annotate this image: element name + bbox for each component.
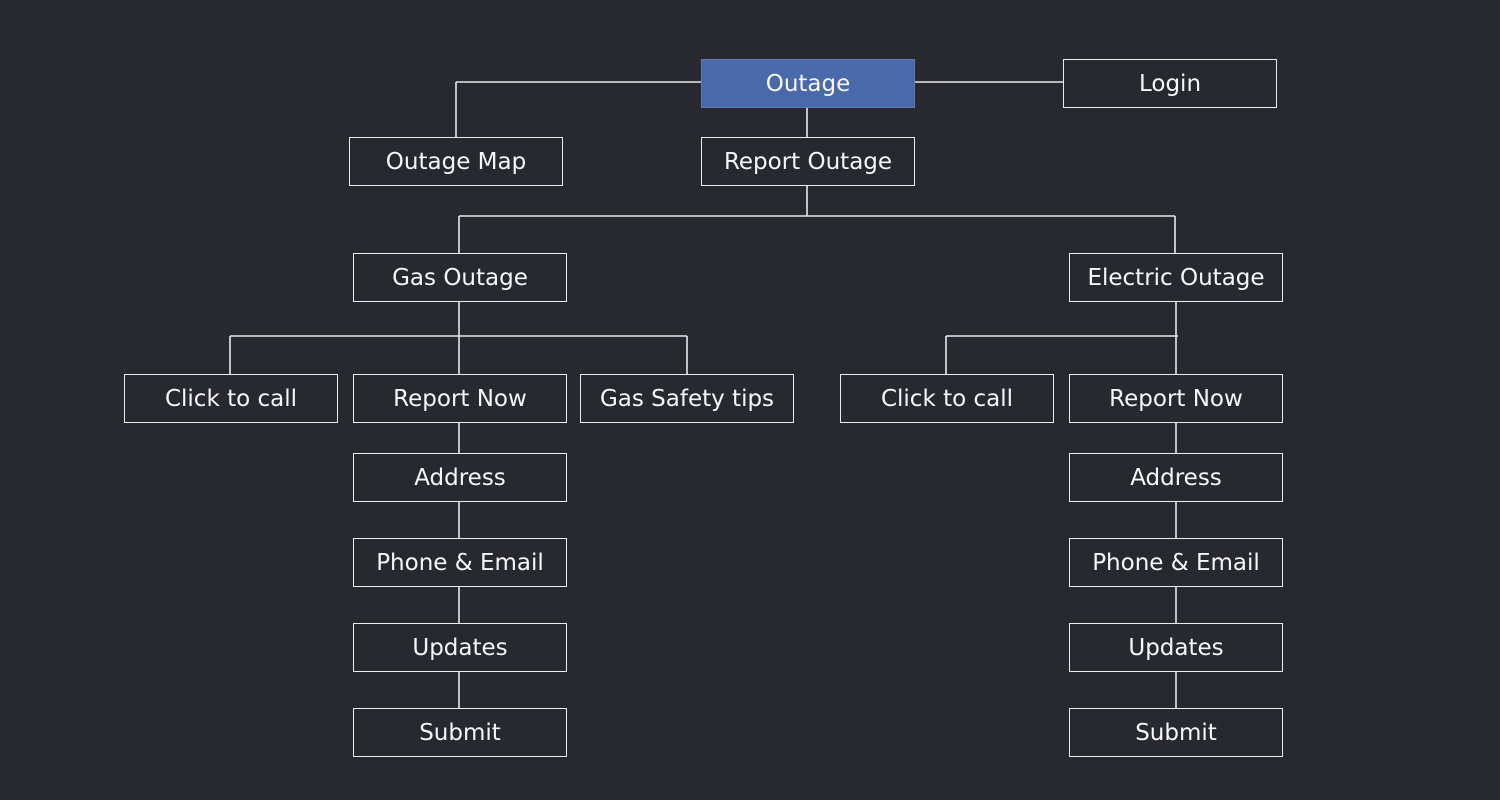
node-gas-safety-tips[interactable]: Gas Safety tips — [580, 374, 794, 423]
node-electric-click-to-call[interactable]: Click to call — [840, 374, 1054, 423]
node-gas-outage[interactable]: Gas Outage — [353, 253, 567, 302]
node-report-outage[interactable]: Report Outage — [701, 137, 915, 186]
node-gas-submit[interactable]: Submit — [353, 708, 567, 757]
node-electric-address[interactable]: Address — [1069, 453, 1283, 502]
node-electric-outage[interactable]: Electric Outage — [1069, 253, 1283, 302]
node-electric-report-now[interactable]: Report Now — [1069, 374, 1283, 423]
node-gas-report-now[interactable]: Report Now — [353, 374, 567, 423]
node-gas-click-to-call[interactable]: Click to call — [124, 374, 338, 423]
node-gas-updates[interactable]: Updates — [353, 623, 567, 672]
node-gas-phone-email[interactable]: Phone & Email — [353, 538, 567, 587]
node-electric-phone-email[interactable]: Phone & Email — [1069, 538, 1283, 587]
node-outage-map[interactable]: Outage Map — [349, 137, 563, 186]
node-login[interactable]: Login — [1063, 59, 1277, 108]
node-outage[interactable]: Outage — [701, 59, 915, 108]
node-electric-updates[interactable]: Updates — [1069, 623, 1283, 672]
node-electric-submit[interactable]: Submit — [1069, 708, 1283, 757]
node-gas-address[interactable]: Address — [353, 453, 567, 502]
